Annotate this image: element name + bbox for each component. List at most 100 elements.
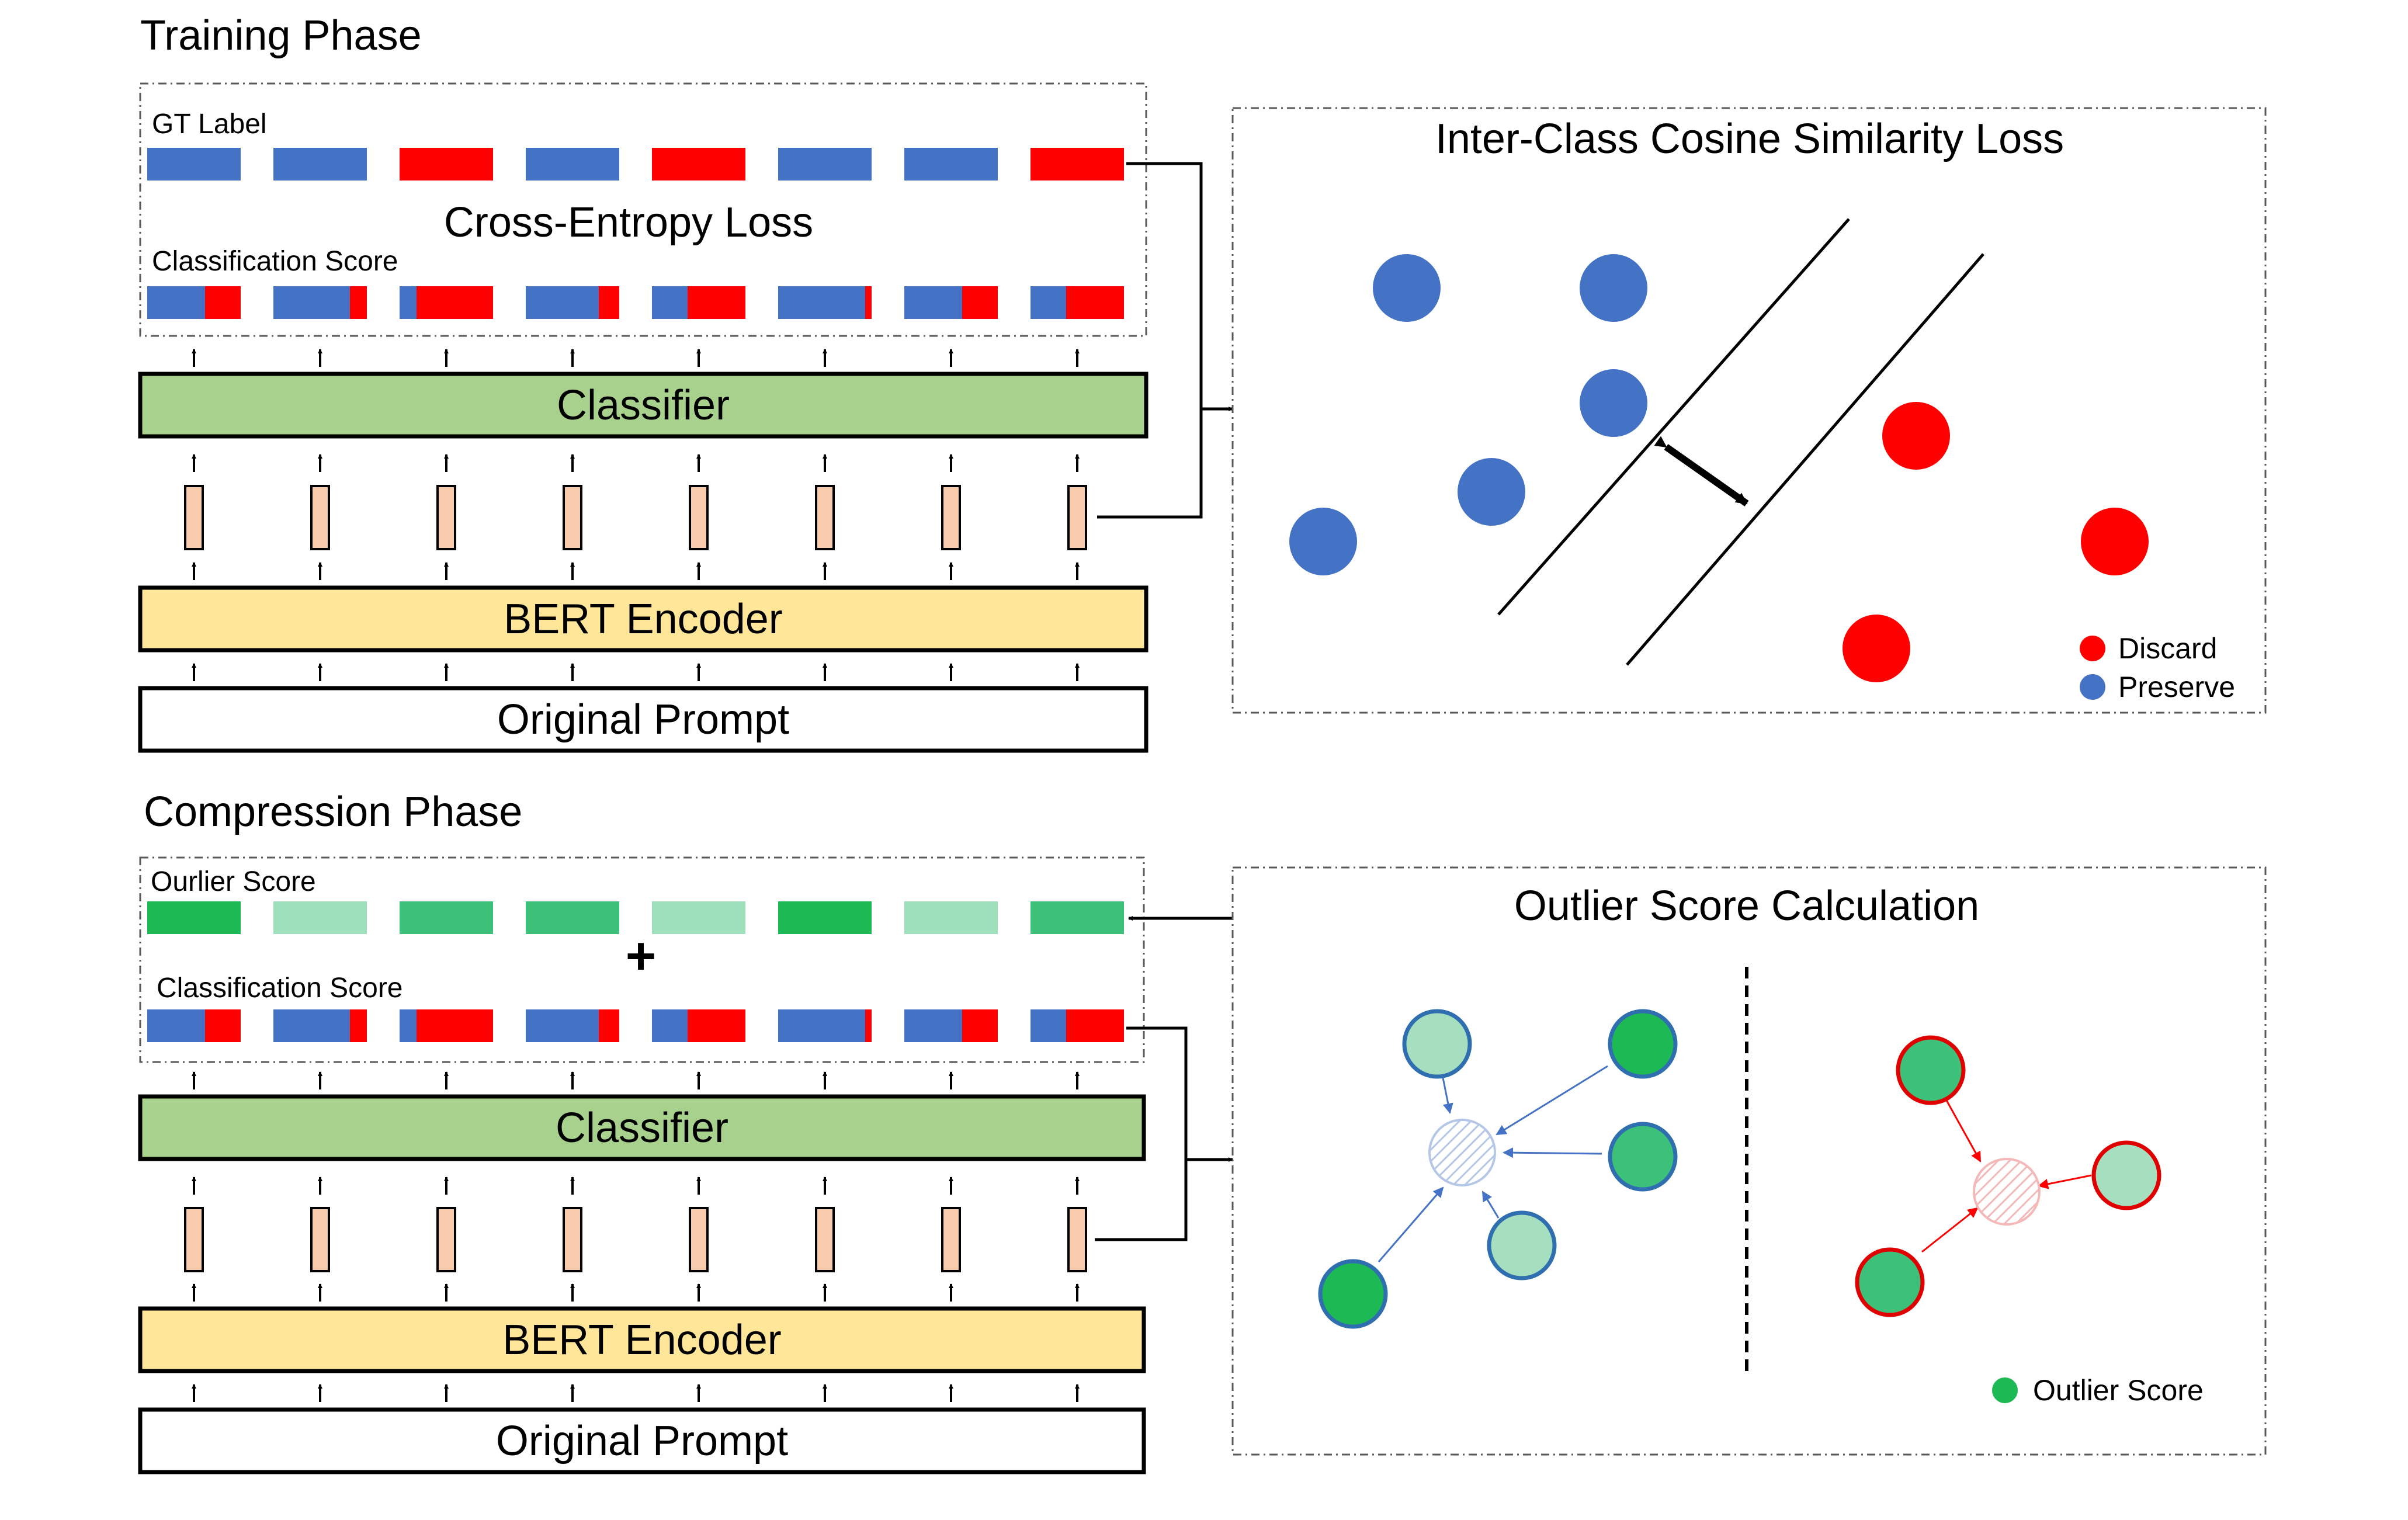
score-discard-segment — [350, 286, 367, 319]
gt-to-loss-connector — [1126, 162, 1233, 411]
gt-label-bar — [526, 148, 619, 181]
training-classifier-label: Classifier — [557, 382, 730, 429]
outlier-calculation-panel — [1231, 866, 2267, 1456]
score-preserve-segment — [400, 1009, 417, 1042]
legend-discard-label: Discard — [2118, 632, 2217, 665]
token-embedding — [1067, 485, 1087, 550]
compression-classification-score-caption: Classification Score — [157, 973, 403, 1004]
neighbor-point — [1855, 1247, 1925, 1317]
gt-label-caption: GT Label — [152, 109, 267, 140]
token-embedding — [310, 1207, 330, 1272]
score-preserve-segment — [904, 1009, 962, 1042]
neighbor-arrow — [1503, 1147, 1602, 1158]
plus-sign: + — [626, 927, 657, 985]
outlier-score-bar — [273, 901, 367, 934]
compression-token-embeddings — [184, 1207, 1087, 1272]
token-embedding — [689, 1207, 709, 1272]
score-preserve-segment — [273, 286, 350, 319]
training-token-embeddings — [184, 485, 1087, 550]
score-preserve-segment — [1030, 286, 1066, 319]
gt-label-bar — [273, 148, 367, 181]
outlier-score-row — [147, 901, 1124, 934]
neighbor-point — [1608, 1122, 1678, 1192]
score-discard-segment — [599, 286, 619, 319]
compression-classification-score-row — [147, 1009, 1124, 1042]
outlier-score-bar — [147, 901, 241, 934]
score-preserve-segment — [147, 286, 205, 319]
compression-prompt-box — [138, 1407, 1146, 1474]
decision-boundary-line — [1497, 218, 1850, 616]
outlier-calculation-title: Outlier Score Calculation — [1514, 883, 1979, 929]
compression-encoder-label: BERT Encoder — [502, 1317, 782, 1363]
discard-point — [2081, 508, 2149, 575]
score-preserve-segment — [778, 1009, 865, 1042]
training-classification-score-caption: Classification Score — [152, 246, 398, 277]
neighbor-arrow — [1481, 1191, 1500, 1219]
neighbor-arrow — [1496, 1065, 1608, 1136]
query-point-discard — [1973, 1158, 2041, 1226]
token-embedding — [563, 485, 582, 550]
score-preserve-segment — [1030, 1009, 1066, 1042]
score-preserve-segment — [273, 1009, 350, 1042]
cosine-loss-panel — [1231, 107, 2267, 714]
legend-preserve-label: Preserve — [2118, 671, 2235, 703]
token-embedding — [1067, 1207, 1087, 1272]
score-discard-segment — [599, 1009, 619, 1042]
token-embedding — [815, 485, 835, 550]
preserve-point — [1289, 508, 1357, 575]
legend-preserve-marker — [2080, 674, 2105, 700]
gt-label-bar — [778, 148, 872, 181]
score-preserve-segment — [778, 286, 865, 319]
gt-label-bar — [147, 148, 241, 181]
compression-prompt-label: Original Prompt — [496, 1418, 788, 1465]
score-discard-segment — [205, 1009, 241, 1042]
training-phase-title: Training Phase — [140, 12, 422, 59]
token-to-outlier-panel-connector — [1095, 1160, 1188, 1241]
gt-label-bar — [652, 148, 745, 181]
score-preserve-segment — [652, 286, 688, 319]
neighbor-arrow — [1378, 1186, 1444, 1262]
training-output-box — [139, 82, 1147, 337]
score-discard-segment — [962, 1009, 998, 1042]
score-discard-segment — [1066, 286, 1124, 319]
token-embedding — [184, 1207, 204, 1272]
outlier-score-caption: Ourlier Score — [151, 866, 316, 897]
cross-entropy-loss-label: Cross-Entropy Loss — [444, 199, 813, 246]
token-embedding — [310, 485, 330, 550]
neighbor-point — [2091, 1140, 2161, 1210]
preserve-point — [1580, 254, 1647, 322]
neighbor-arrow — [2038, 1174, 2092, 1189]
score-preserve-segment — [147, 1009, 205, 1042]
discard-point — [1882, 402, 1950, 470]
neighbor-arrow — [1944, 1098, 1982, 1162]
gt-label-bar — [904, 148, 998, 181]
training-classifier-box — [138, 372, 1149, 439]
score-discard-segment — [865, 286, 872, 319]
score-discard-segment — [417, 286, 493, 319]
token-to-loss-connector — [1097, 409, 1203, 519]
preserve-point — [1580, 369, 1647, 437]
token-embedding — [689, 485, 709, 550]
score-preserve-segment — [526, 286, 599, 319]
token-embedding — [184, 485, 204, 550]
query-point-preserve — [1428, 1119, 1496, 1186]
compression-phase-title: Compression Phase — [144, 789, 522, 835]
training-classification-score-row — [147, 286, 1124, 319]
token-embedding — [436, 1207, 456, 1272]
training-prompt-label: Original Prompt — [497, 696, 789, 743]
margin-double-arrow — [1654, 436, 1749, 506]
neighbor-arrow — [1921, 1207, 1979, 1253]
score-discard-segment — [865, 1009, 872, 1042]
outlier-score-bar — [526, 901, 619, 934]
neighbor-point — [1896, 1035, 1966, 1105]
score-discard-segment — [1066, 1009, 1124, 1042]
outlier-score-bar — [400, 901, 493, 934]
score-preserve-segment — [526, 1009, 599, 1042]
score-discard-segment — [417, 1009, 493, 1042]
compression-classifier-label: Classifier — [556, 1105, 728, 1151]
training-arrows — [192, 349, 1080, 681]
preserve-point — [1373, 254, 1441, 322]
token-embedding — [436, 485, 456, 550]
token-embedding — [941, 1207, 961, 1272]
